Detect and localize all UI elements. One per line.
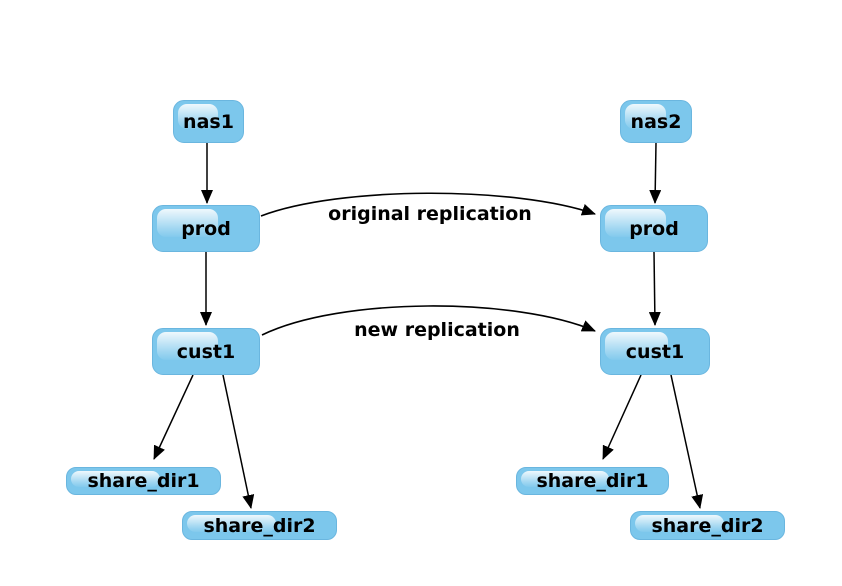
node-share-dir2-right: share_dir2 bbox=[630, 511, 785, 540]
node-prod-right: prod bbox=[600, 205, 708, 252]
edge-new-replication bbox=[261, 305, 596, 336]
node-nas2: nas2 bbox=[620, 100, 692, 143]
edge-cust1-sharedir2-left bbox=[222, 374, 255, 509]
node-share-dir2-left-label: share_dir2 bbox=[203, 514, 316, 537]
edge-cust1-sharedir1-right bbox=[602, 374, 642, 460]
edge-prod-cust1-right bbox=[648, 251, 661, 326]
edge-original-replication bbox=[260, 192, 596, 217]
node-nas1-label: nas1 bbox=[183, 110, 234, 133]
node-cust1-left: cust1 bbox=[152, 328, 260, 375]
edge-cust1-sharedir1-left bbox=[153, 374, 194, 460]
node-share-dir2-right-label: share_dir2 bbox=[651, 514, 764, 537]
edge-label-new-replication: new replication bbox=[354, 319, 520, 341]
edge-nas2-prod bbox=[649, 142, 662, 204]
node-share-dir1-left-label: share_dir1 bbox=[87, 470, 200, 492]
node-nas2-label: nas2 bbox=[630, 110, 682, 133]
node-share-dir2-left: share_dir2 bbox=[182, 511, 337, 540]
edge-label-original-replication: original replication bbox=[328, 203, 532, 225]
node-prod-left: prod bbox=[152, 205, 260, 252]
node-share-dir1-right-label: share_dir1 bbox=[536, 470, 649, 492]
node-cust1-right-label: cust1 bbox=[625, 340, 685, 363]
node-prod-left-label: prod bbox=[181, 217, 231, 240]
node-share-dir1-right: share_dir1 bbox=[516, 467, 669, 495]
node-nas1: nas1 bbox=[173, 100, 244, 143]
node-prod-right-label: prod bbox=[629, 217, 679, 240]
node-cust1-right: cust1 bbox=[600, 328, 710, 375]
node-share-dir1-left: share_dir1 bbox=[66, 467, 221, 495]
edge-cust1-sharedir2-right bbox=[670, 374, 704, 509]
node-cust1-left-label: cust1 bbox=[176, 340, 236, 363]
